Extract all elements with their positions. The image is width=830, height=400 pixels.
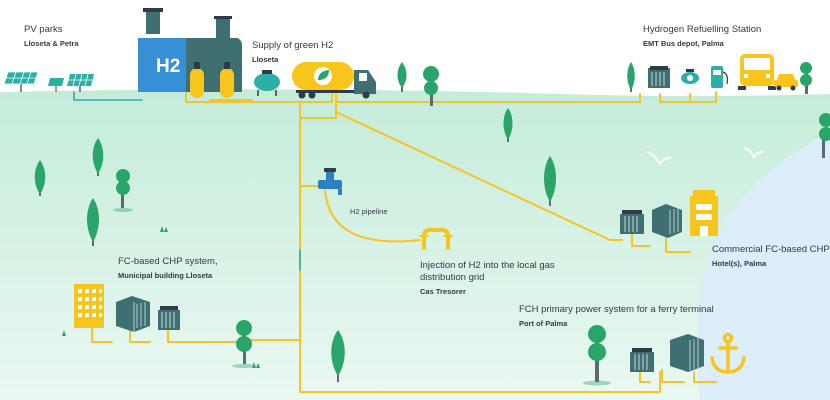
ferry-label: FCH primary power system for a ferry ter… [519,304,714,330]
h2-production-plant: H2 [138,8,242,98]
pv-parks-subtitle: Lloseta & Petra [24,39,79,48]
chp-municipal-title: FC-based CHP system, [118,256,218,267]
tree-icon [113,169,133,212]
injection-label: Injection of H2 into the local gas distr… [420,260,555,298]
anchor-icon [710,332,746,374]
commercial-chp-label: Commercial FC-based CHP Hotel(s), Palma [712,244,830,270]
tree-icon [232,320,256,368]
pipeline-label: H2 pipeline [350,206,388,218]
tree-icon [92,138,104,176]
tree-icon [87,198,99,246]
tree-icon [627,62,635,92]
refuelling-subtitle: EMT Bus depot, Palma [643,39,724,48]
storage-tank-icon [630,348,654,372]
fuel-cell-unit-icon [670,334,704,372]
ferry-subtitle: Port of Palma [519,319,568,328]
tree-icon [583,325,611,386]
storage-tank-icon [158,306,180,330]
fuel-cell-unit-icon [652,204,682,238]
chimney [146,10,160,34]
h2-tank-icon [190,62,204,98]
pipe-network [91,81,717,393]
pipeline-valve-icon [318,168,342,195]
tree-icon [800,62,812,94]
injection-line2: distribution grid [420,272,485,283]
bus-icon [738,54,776,90]
supply-subtitle: Lloseta [252,55,279,64]
h2-tank-icon [220,62,234,98]
tree-icon [34,160,46,196]
chp-municipal-subtitle: Municipal building Lloseta [118,271,213,280]
ground-area [0,89,830,400]
commercial-chp-subtitle: Hotel(s), Palma [712,259,767,268]
refuelling-title: Hydrogen Refuelling Station [643,24,762,35]
sea-area [696,130,830,400]
pv-park-icon [3,71,94,92]
fuel-dispenser-icon [711,66,729,88]
tree-icon [544,156,556,206]
solar-panel-icon [48,78,64,92]
car-icon [774,74,798,91]
storage-tank-icon [648,66,670,88]
commercial-chp-title: Commercial FC-based CHP [712,244,830,255]
storage-tank-icon [620,210,644,234]
tree-icon [397,62,407,92]
fuel-cell-unit-icon [116,296,150,332]
tree-icon [503,108,513,142]
grid-connectors [73,91,301,271]
refuelling-station [648,54,798,91]
tree-icon [423,66,439,106]
supply-label: Supply of green H2 Lloseta [252,40,333,66]
trees [34,62,830,386]
compressor-icon [681,69,699,84]
municipal-building-icon [74,284,104,328]
pv-parks-title: PV parks [24,24,63,35]
supply-title: Supply of green H2 [252,40,334,51]
tree-icon [331,330,345,382]
compressor-icon [254,70,280,96]
injection-subtitle: Cas Tresorer [420,287,466,296]
solar-panel-icon [67,73,94,92]
chp-municipal-label: FC-based CHP system, Municipal building … [118,256,218,282]
grass-icon [62,226,260,368]
gas-injection-icon [419,228,453,250]
hotel-building-icon [690,190,718,236]
refuelling-label: Hydrogen Refuelling Station EMT Bus depo… [643,24,761,50]
pv-parks-label: PV parks Lloseta & Petra [24,24,79,50]
solar-panel-icon [3,71,39,92]
tree-icon [819,113,830,158]
pipeline-title: H2 pipeline [350,207,388,216]
bird-icon [647,147,763,166]
plant-h2-text: H2 [156,56,180,77]
h2-truck-icon [292,62,376,99]
ferry-title: FCH primary power system for a ferry ter… [519,304,714,315]
injection-line1: Injection of H2 into the local gas [420,260,555,271]
